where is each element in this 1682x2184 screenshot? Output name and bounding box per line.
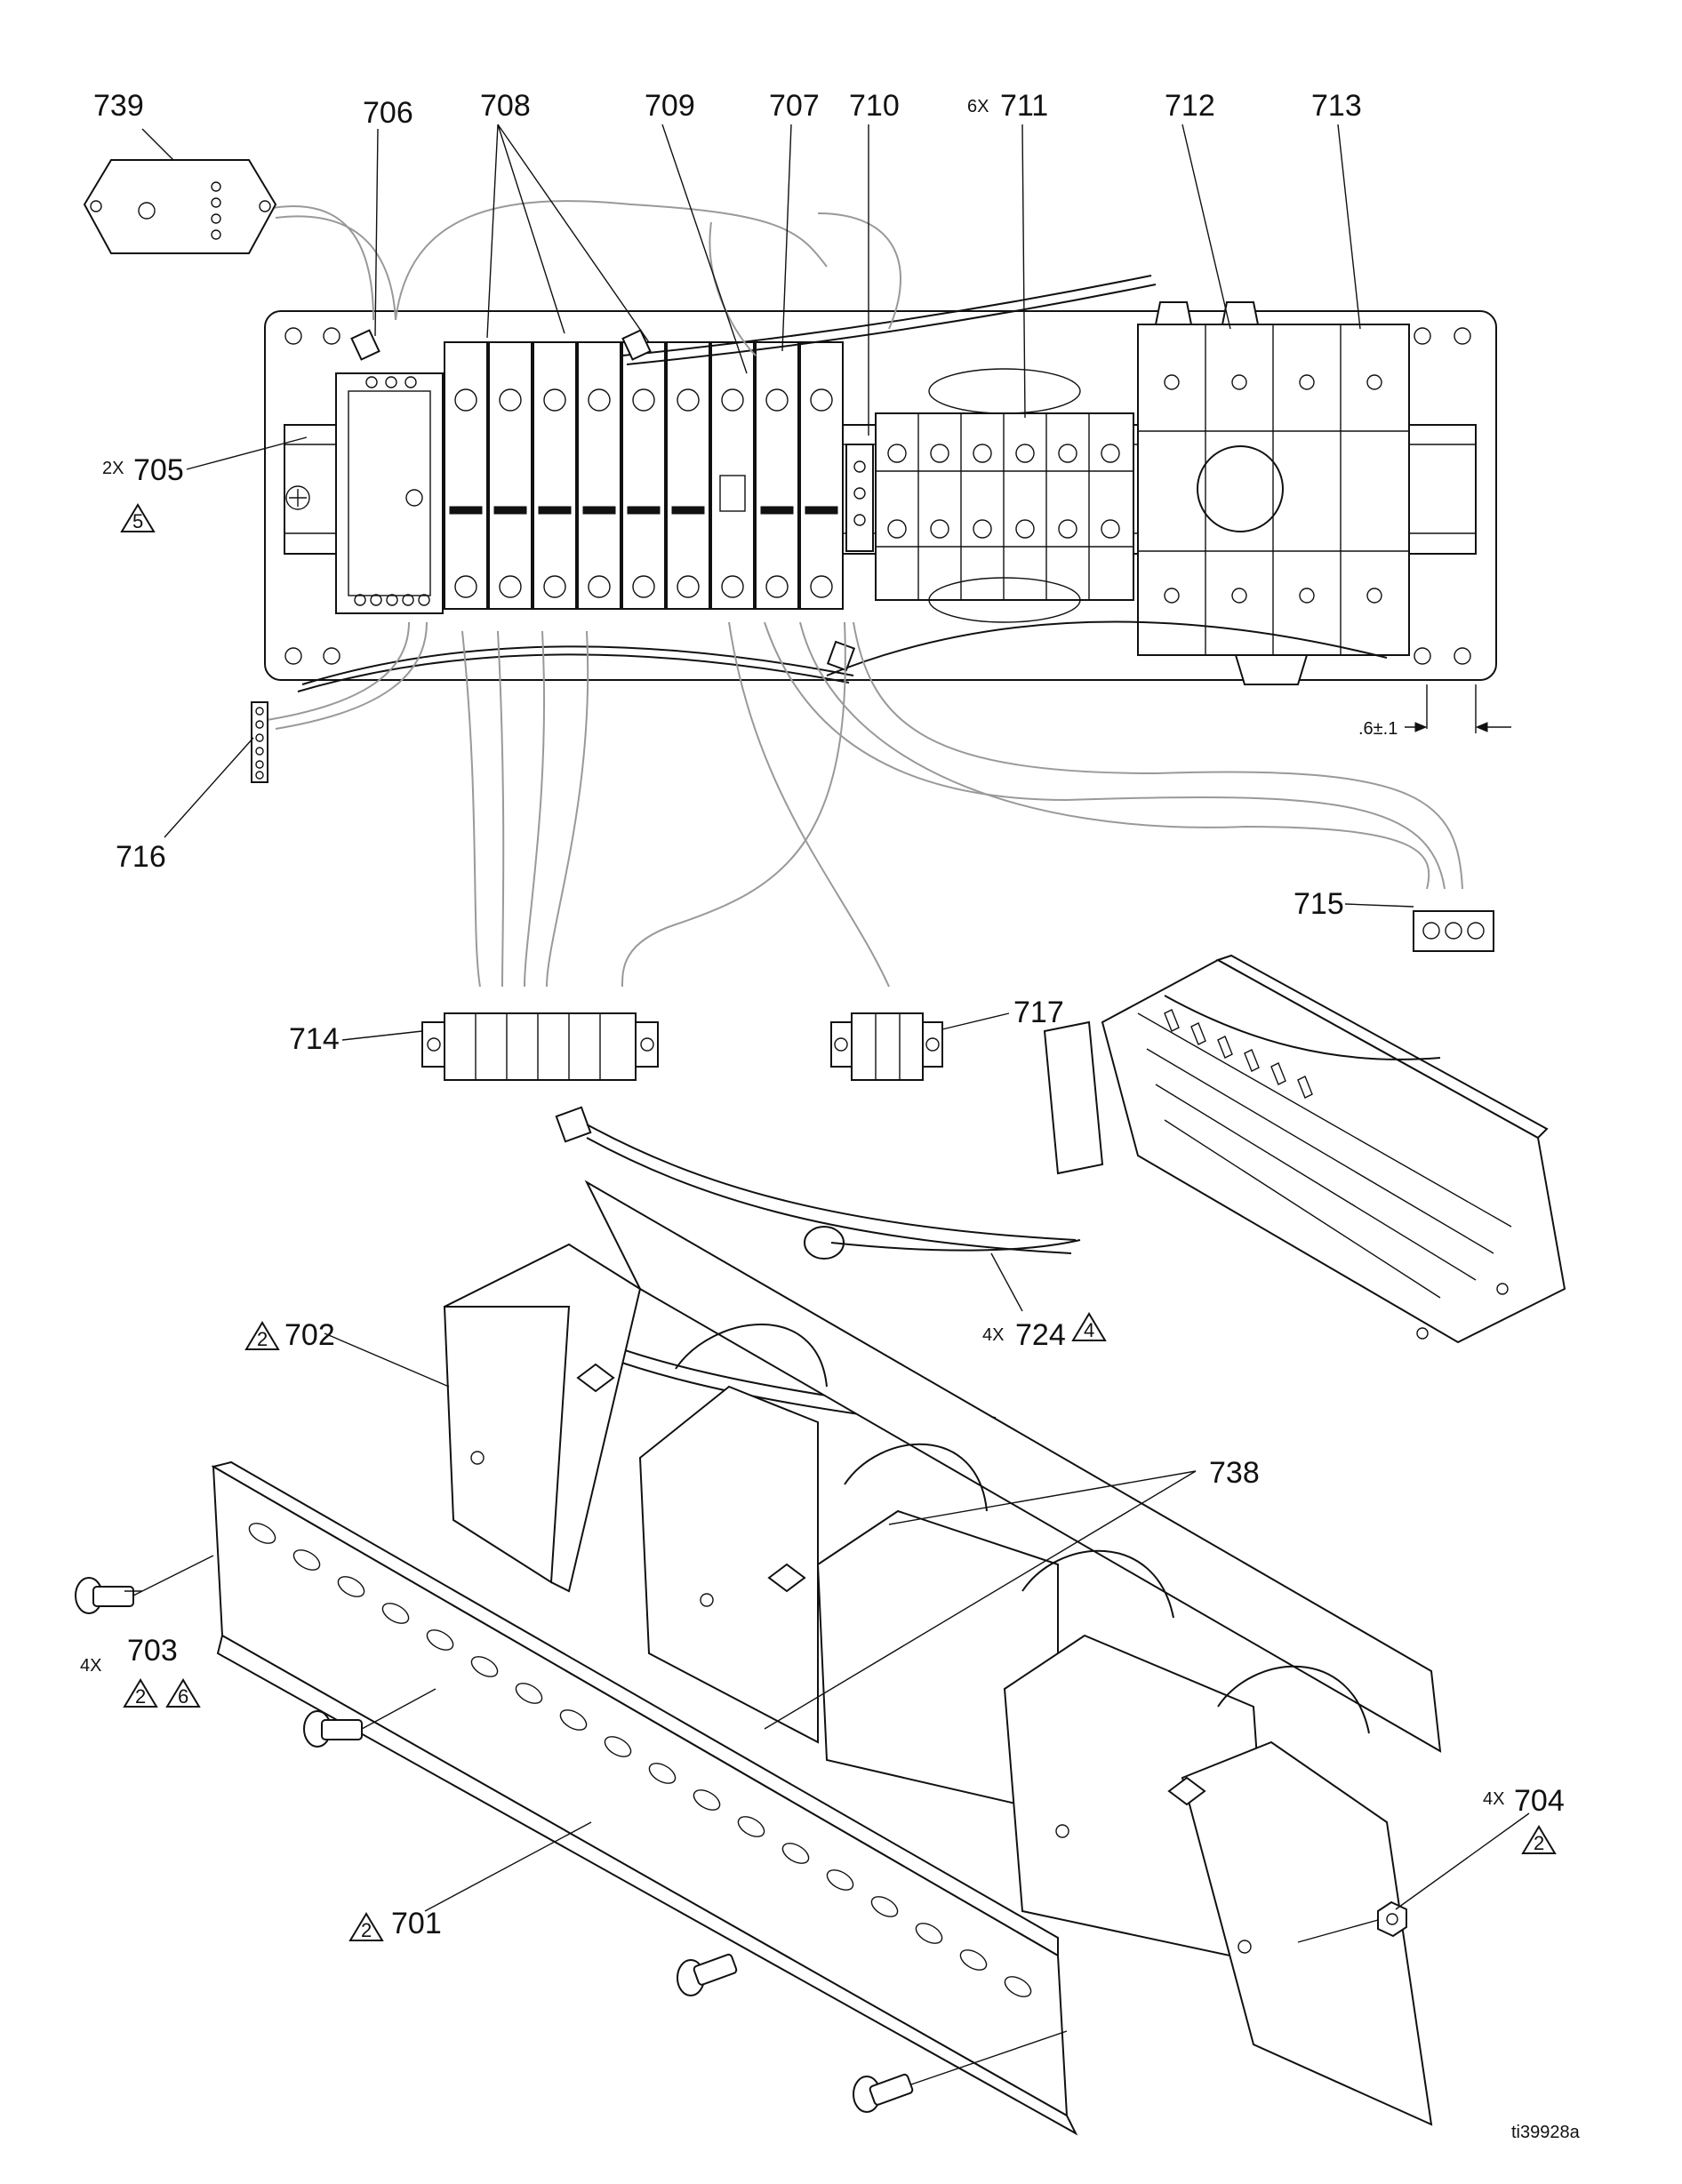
note-701: 2 [361,1919,372,1941]
screw-icon [75,1555,214,1614]
note-703b: 6 [178,1685,188,1708]
callout-716: 716 [116,840,166,874]
callout-709: 709 [645,89,695,123]
note-triangle-icon [244,1321,280,1350]
note-703a: 2 [135,1685,146,1708]
wire-harness [266,200,1463,988]
callout-717: 717 [1013,996,1064,1029]
figure-id: ti39928a [1511,2123,1581,2142]
screws-703 [75,1555,1068,2113]
note-705: 5 [132,510,143,532]
callout-714: 714 [289,1022,340,1056]
callout-701: 701 [391,1907,442,1940]
screw-icon [285,485,310,510]
note-702: 2 [257,1328,268,1350]
cable-tie-724 [555,1106,1081,1260]
leader-lines [124,124,1530,1912]
callout-710: 710 [849,89,900,123]
callout-713: 713 [1311,89,1362,123]
part-717-connector [830,1012,943,1081]
note-triangle-icon [348,1912,384,1941]
isometric-subassembly [1043,954,1566,1344]
qty-705: 2X [102,459,124,478]
qty-703: 4X [80,1656,101,1676]
callouts: 739 706 708 709 707 710 6X 711 712 713 2… [80,89,1581,2142]
callout-711: 711 [1000,89,1048,123]
screw-icon [677,1953,738,1996]
note-triangle-icon [1071,1312,1107,1341]
power-supply [335,372,444,614]
callout-712: 712 [1165,89,1215,123]
callout-708: 708 [480,89,531,123]
breaker-row [444,341,874,610]
callout-703: 703 [127,1634,178,1668]
qty-724: 4X [982,1325,1004,1345]
callout-706: 706 [363,96,413,130]
disconnect-switch [1137,301,1410,685]
callout-715: 715 [1294,887,1344,921]
fuse-block [875,368,1134,623]
note-triangle-icon [123,1678,158,1708]
part-714-connector [421,1012,659,1081]
callout-704: 704 [1514,1784,1565,1818]
note-triangle-icon [165,1678,201,1708]
callout-702: 702 [284,1318,335,1352]
dimension-label: .6±.1 [1358,719,1398,739]
panel-cable-tie [301,645,854,685]
top-panel-assembly [264,275,1497,692]
panel-holes [284,327,1471,665]
screw-icon [853,2030,1068,2113]
part-739-module [83,159,277,254]
callout-738: 738 [1209,1456,1260,1490]
callout-724: 724 [1015,1318,1066,1352]
qty-704: 4X [1483,1789,1504,1809]
callout-739: 739 [93,89,144,123]
callout-705: 705 [133,453,184,487]
din-rail-701 [211,1460,1078,2136]
callout-707: 707 [769,89,820,123]
note-724: 4 [1084,1319,1094,1341]
qty-711: 6X [967,97,989,116]
part-716-connector [251,701,268,783]
note-triangle-icon [120,503,156,532]
part-715-connector [1413,910,1494,952]
note-triangle-icon [1521,1825,1557,1854]
nut-704 [1297,1900,1407,1943]
screw-icon [303,1688,437,1748]
bracket-702 [443,1180,1442,2126]
note-704: 2 [1534,1832,1544,1854]
